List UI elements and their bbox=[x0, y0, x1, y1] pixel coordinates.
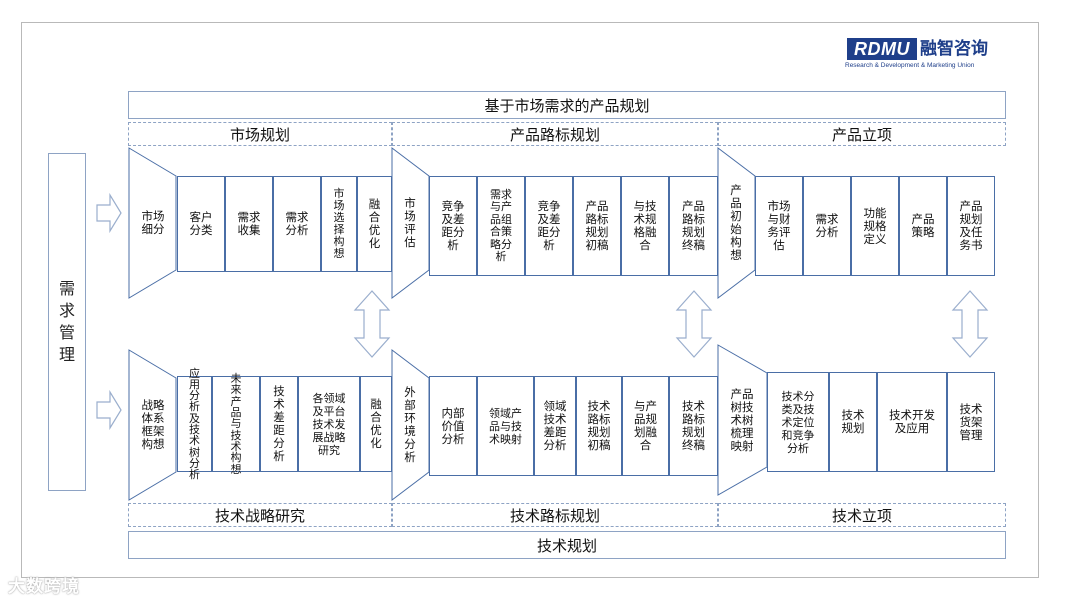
section-tech-roadmap: 技术路标规划 bbox=[392, 503, 718, 527]
tech-planning-footer: 技术规划 bbox=[128, 531, 1006, 559]
product-planning-header: 基于市场需求的产品规划 bbox=[128, 91, 1006, 119]
box-domain-tech-gap: 领域 技术 差距 分析 bbox=[534, 376, 576, 476]
box-tech-roadmap-draft: 技术 路标 规划 初稿 bbox=[576, 376, 622, 476]
funnel-label-external-environment: 外 部 环 境 分 析 bbox=[404, 385, 416, 464]
arrow-right-bottom-icon bbox=[96, 389, 122, 431]
box-requirement-analysis-2: 需求 分析 bbox=[803, 176, 851, 276]
section-tech-strategy: 技术战略研究 bbox=[128, 503, 392, 527]
box-tech-planning: 技术 规划 bbox=[829, 372, 877, 472]
box-tech-classification-positioning: 技术分 类及技 术定位 和竞争 分析 bbox=[767, 372, 829, 472]
box-tech-shelf-management: 技术 货架 管理 bbox=[947, 372, 995, 472]
box-tech-roadmap-final: 技术 路标 规划 终稿 bbox=[669, 376, 718, 476]
section-market-planning: 市场规划 bbox=[128, 122, 392, 146]
funnel-label-market-segmentation: 市场 细分 bbox=[141, 209, 165, 236]
funnel-strategy-framework bbox=[128, 349, 177, 501]
double-arrow-2-icon bbox=[675, 290, 713, 358]
section-tech-initiation: 技术立项 bbox=[718, 503, 1006, 527]
box-portfolio-strategy: 需求 与产 品组 合策 略分 析 bbox=[477, 176, 525, 276]
box-product-roadmap-draft: 产品 路标 规划 初稿 bbox=[573, 176, 621, 276]
brand-logo-chinese: 融智咨询 bbox=[920, 39, 988, 59]
box-fusion-optimization: 融 合 优 化 bbox=[357, 176, 392, 272]
box-market-selection: 市 场 选 择 构 想 bbox=[321, 176, 357, 272]
box-tech-development-application: 技术开发 及应用 bbox=[877, 372, 947, 472]
box-competition-gap-1: 竞争 及差 距分 析 bbox=[429, 176, 477, 276]
box-tech-spec-fusion: 与技 术规 格融 合 bbox=[621, 176, 669, 276]
funnel-label-initial-concept: 产 品 初 始 构 想 bbox=[730, 183, 742, 262]
double-arrow-1-icon bbox=[353, 290, 391, 358]
box-domain-platform-strategy: 各领域 及平台 技术发 展战略 研究 bbox=[298, 376, 360, 472]
arrow-right-top-icon bbox=[96, 192, 122, 234]
section-product-roadmap: 产品路标规划 bbox=[392, 122, 718, 146]
watermark-text: 大数跨境 bbox=[8, 577, 80, 597]
funnel-label-tree-mapping: 产品 树技 术树 梳理 映射 bbox=[730, 386, 754, 453]
brand-subtitle: Research & Development & Marketing Union bbox=[845, 62, 975, 69]
double-arrow-3-icon bbox=[951, 290, 989, 358]
box-product-plan-fusion: 与产 品规 划融 合 bbox=[622, 376, 669, 476]
box-customer-classification: 客户 分类 bbox=[177, 176, 225, 272]
box-tech-gap-analysis: 技 术 差 距 分 析 bbox=[260, 376, 298, 472]
funnel-label-strategy-framework: 战略 体系 框架 构想 bbox=[141, 398, 165, 451]
box-market-finance-assessment: 市场 与财 务评 估 bbox=[755, 176, 803, 276]
section-product-initiation: 产品立项 bbox=[718, 122, 1006, 146]
funnel-market-segmentation bbox=[128, 147, 177, 299]
box-product-strategy: 产品 策略 bbox=[899, 176, 947, 276]
box-application-tech-tree: 应 用 分 析 及 技 术 树 分 析 bbox=[177, 367, 212, 480]
box-requirement-collection: 需求 收集 bbox=[225, 176, 273, 272]
box-internal-value-analysis: 内部 价值 分析 bbox=[429, 376, 477, 476]
box-fusion-optimization-2: 融 合 优 化 bbox=[360, 376, 392, 472]
box-competition-gap-2: 竞争 及差 距分 析 bbox=[525, 176, 573, 276]
box-product-roadmap-final: 产品 路标 规划 终稿 bbox=[669, 176, 718, 276]
box-future-product-tech: 未 来 产 品 与 技 术 构 想 bbox=[212, 373, 260, 475]
box-function-spec: 功能 规格 定义 bbox=[851, 176, 899, 276]
funnel-label-market-assessment: 市 场 评 估 bbox=[404, 196, 416, 249]
brand-logo: RDMU bbox=[847, 38, 917, 60]
demand-management: 需 求 管 理 bbox=[48, 153, 86, 491]
box-requirement-analysis: 需求 分析 bbox=[273, 176, 321, 272]
box-product-plan-charter: 产品 规划 及任 务书 bbox=[947, 176, 995, 276]
box-domain-product-tech-mapping: 领域产 品与技 术映射 bbox=[477, 376, 534, 476]
